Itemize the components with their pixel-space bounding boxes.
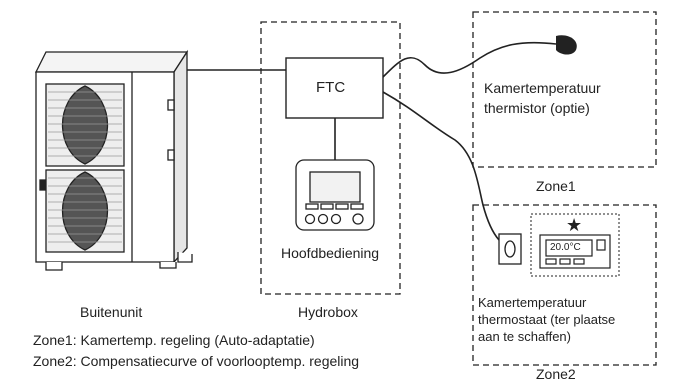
outdoor-unit-label: Buitenunit — [80, 304, 143, 320]
zone2-label: Zone2 — [536, 366, 576, 382]
zone1-box — [472, 11, 657, 168]
ftc-box — [285, 57, 384, 119]
room-thermostat-label-line3: aan te schaffen) — [478, 329, 571, 344]
zone2-thermostat-cable — [382, 91, 500, 241]
room-sensor-probe — [556, 35, 577, 55]
note-zone2: Zone2: Compensatiecurve of voorlooptemp.… — [33, 353, 360, 369]
room-thermostat-label-line2: thermostaat (ter plaatse — [478, 312, 616, 327]
main-controller — [295, 159, 375, 231]
hydrobox-box — [260, 21, 401, 295]
thermostat-dotted-frame — [530, 213, 620, 277]
main-controller-label: Hoofdbediening — [281, 245, 380, 261]
zone2-box — [472, 204, 657, 366]
hydrobox-label: Hydrobox — [298, 304, 358, 320]
ftc-label: FTC — [316, 79, 346, 96]
room-thermostat-label-line1: Kamertemperatuur — [478, 295, 587, 310]
thermostat-knob — [504, 240, 516, 258]
thermostat-unit — [539, 234, 611, 269]
star-icon: ★ — [566, 215, 583, 235]
thermostat-display: 20.0°C — [550, 242, 581, 253]
room-sensor-label-line1: Kamertemperatuur — [484, 80, 601, 96]
room-sensor-label-line2: thermistor (optie) — [484, 100, 590, 116]
note-zone1: Zone1: Kamertemp. regeling (Auto-adaptat… — [33, 332, 315, 348]
zone1-sensor-cable — [382, 41, 557, 78]
outdoor-unit — [34, 49, 193, 271]
zone1-label: Zone1 — [536, 178, 576, 194]
